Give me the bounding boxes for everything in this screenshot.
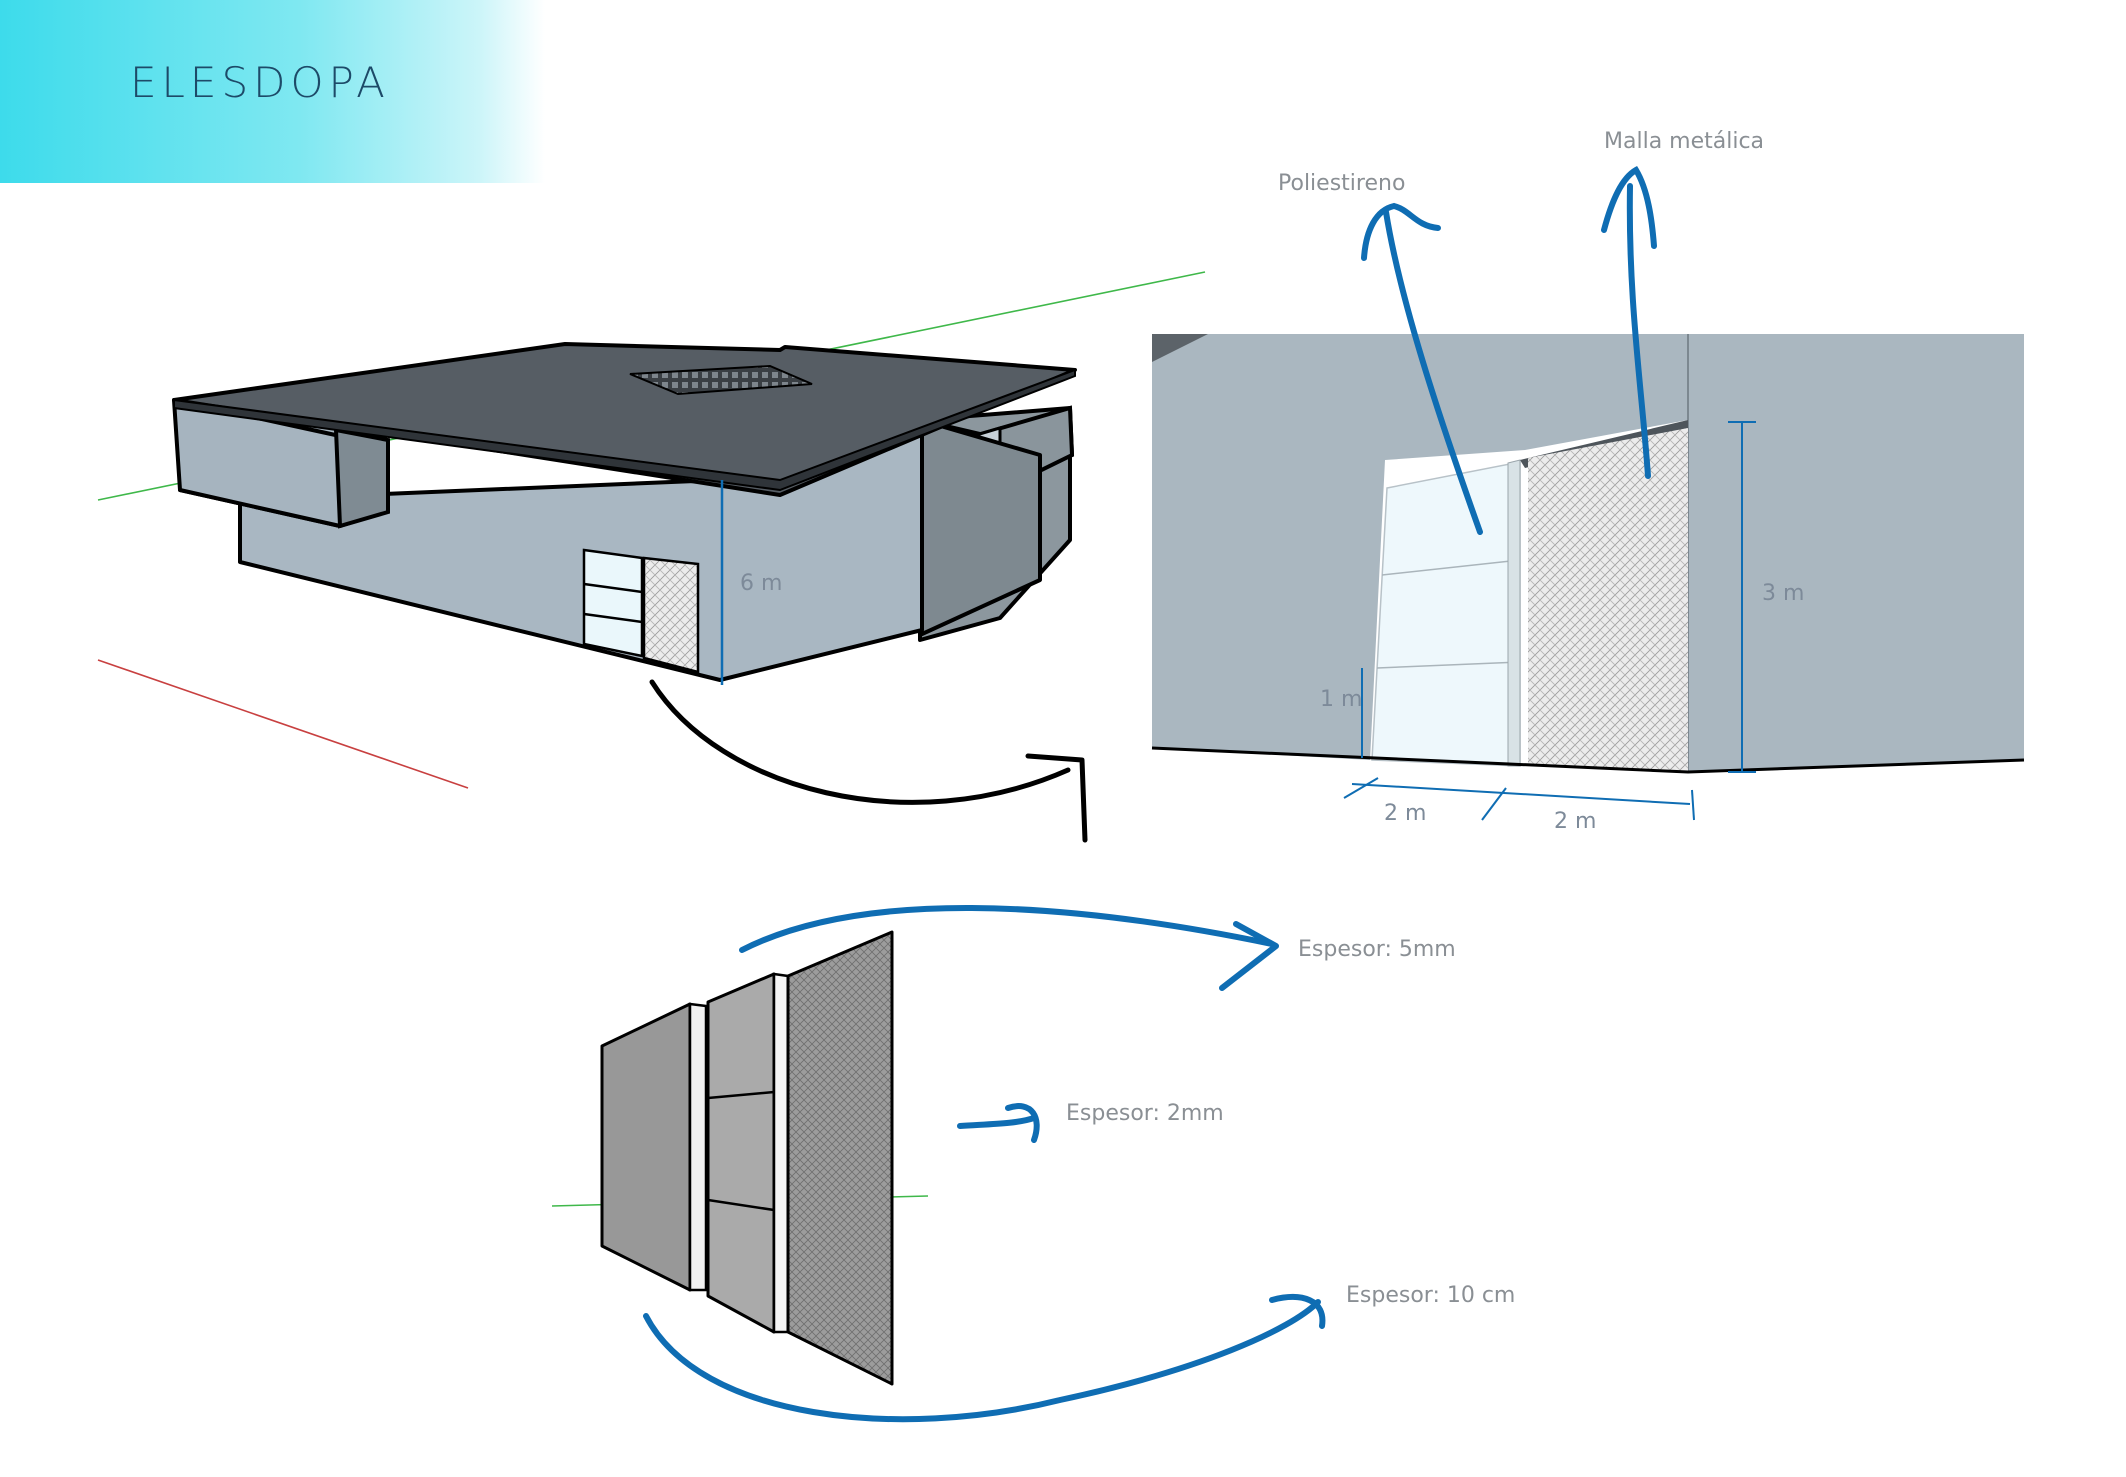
section-joint — [707, 1198, 775, 1212]
dimension-tick — [1343, 777, 1379, 799]
section-polystyrene-layer — [706, 972, 776, 1334]
detail-wall-left — [1152, 334, 1688, 760]
connector-arrow — [649, 679, 1071, 805]
detail-wall-right — [1688, 334, 2024, 772]
building-right-wall — [918, 418, 1042, 637]
layer-section: Espesor: 5mm Espesor: 2mm Espesor: 10 cm — [551, 905, 1515, 1423]
detail-mesh-panel — [1528, 428, 1688, 772]
dimension-tick — [1691, 789, 1695, 821]
arrow-espesor-5mm — [739, 905, 1275, 953]
malla-arrow-head — [1601, 165, 1657, 249]
label-espesor-5mm: Espesor: 5mm — [1298, 937, 1456, 962]
axis-red-line — [97, 659, 469, 789]
dimension-label-1m: 1 m — [1320, 687, 1362, 712]
poliestireno-arrow-head — [1361, 202, 1441, 261]
malla-arrow — [1626, 183, 1651, 479]
dimension-label-6m: 6 m — [740, 571, 782, 596]
detail-polystyrene-panel — [1371, 461, 1521, 767]
section-mesh-layer — [786, 930, 894, 1386]
roof-grate — [629, 364, 813, 396]
section-back-panel-side — [688, 1002, 708, 1292]
panel-joint — [1381, 559, 1521, 576]
arrow-head-2mm — [1005, 1103, 1040, 1143]
panel-joint — [583, 582, 643, 594]
connector-arrow-head — [1025, 753, 1088, 843]
arrow-head-5mm — [1219, 921, 1279, 991]
detail-floor-line — [1151, 746, 2025, 774]
header-band — [0, 0, 545, 183]
detail-panel-edge — [1507, 459, 1521, 767]
dimension-label-3m: 3 m — [1762, 581, 1804, 606]
panel-joint — [583, 612, 643, 624]
dimension-line-width — [1351, 783, 1691, 805]
label-malla-metalica: Malla metálica — [1604, 129, 1764, 154]
arrow-espesor-10cm — [643, 1299, 1321, 1423]
section-joint — [707, 1090, 775, 1100]
page-title: ELESDOPA — [130, 58, 390, 107]
label-espesor-2mm: Espesor: 2mm — [1066, 1101, 1224, 1126]
dimension-tick — [1481, 787, 1507, 821]
dimension-label-2m-a: 2 m — [1384, 801, 1426, 826]
label-poliestireno: Poliestireno — [1278, 171, 1405, 196]
building-panel-mesh — [642, 556, 700, 674]
building-recess — [333, 427, 390, 529]
building-panel-polystyrene — [582, 548, 644, 658]
arrow-espesor-2mm — [957, 1115, 1037, 1129]
dimension-label-2m-b: 2 m — [1554, 809, 1596, 834]
label-espesor-10cm: Espesor: 10 cm — [1346, 1283, 1515, 1308]
panel-joint — [1376, 661, 1521, 669]
poliestireno-arrow — [1383, 209, 1483, 535]
arrow-head-10cm — [1269, 1294, 1326, 1329]
detail-view: 3 m 1 m 2 m 2 m Poliestireno Malla metál… — [1151, 129, 2025, 834]
section-back-panel — [600, 1002, 692, 1292]
detail-ceiling-shadow — [1152, 334, 1208, 362]
section-polystyrene-edge — [772, 972, 790, 1334]
building-roof-edge — [173, 368, 1076, 492]
building-model: 6 m — [172, 342, 1077, 685]
